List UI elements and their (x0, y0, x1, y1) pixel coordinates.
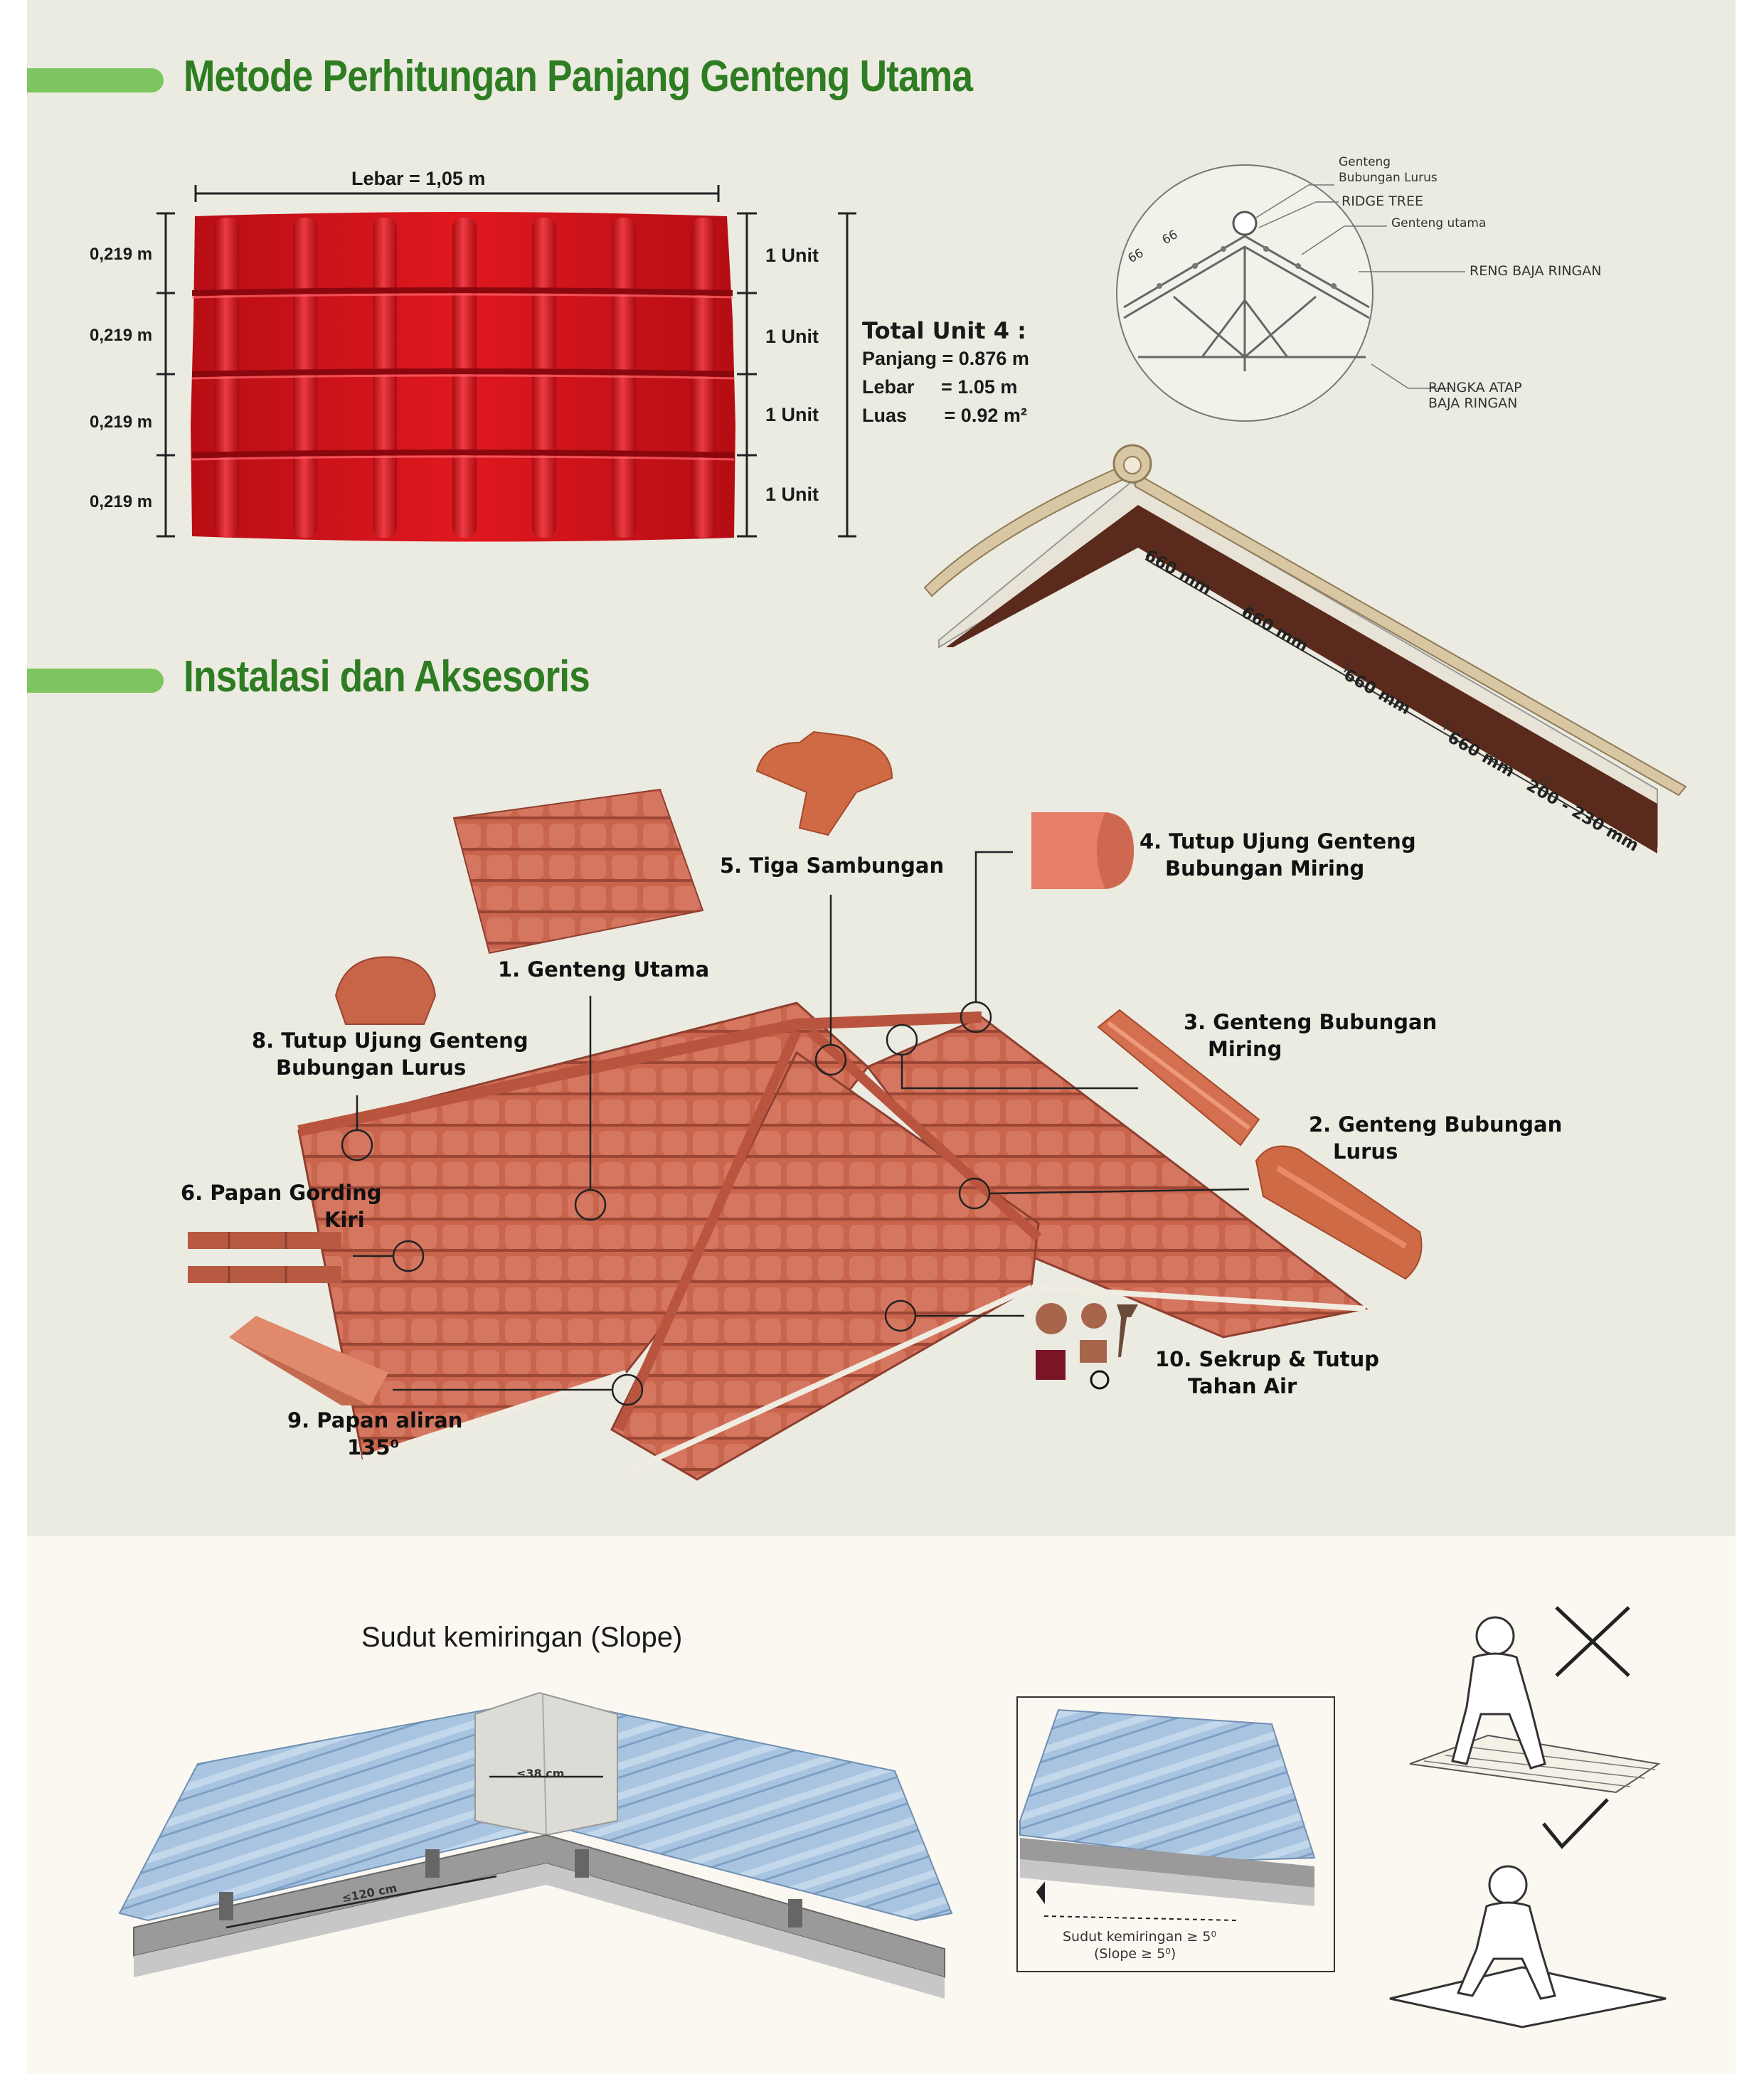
total-summary: Total Unit 4 : Panjang = 0.876 m Lebar =… (862, 317, 1029, 430)
label-ridge-tree: RIDGE TREE (1341, 193, 1424, 209)
callout-9-line2: 135⁰ (347, 1435, 400, 1459)
callout-3-line2: Miring (1208, 1037, 1282, 1061)
row-height-bracket (156, 212, 175, 538)
worker-wrong-illustration (1409, 1606, 1661, 1794)
red-roof-tile-sheet (191, 212, 735, 542)
section-title-perhitungan: Metode Perhitungan Panjang Genteng Utama (184, 52, 973, 101)
label-genteng-bubungan-1: Genteng (1339, 155, 1391, 169)
width-label: Lebar = 1,05 m (351, 168, 486, 189)
inset-caption-2: (Slope ≥ 5⁰) (1094, 1946, 1176, 1962)
row-height-4: 0,219 m (90, 492, 153, 511)
sekrup-tutup-image (1036, 1303, 1138, 1390)
section-marker-1 (27, 68, 164, 92)
genteng-bubungan-lurus-image (1255, 1145, 1423, 1280)
unit-label-2: 1 Unit (765, 326, 819, 347)
slope-inset-box (1016, 1696, 1335, 1972)
callout-9-line1: 9. Papan aliran (287, 1408, 463, 1432)
total-panjang: Panjang = 0.876 m (862, 348, 1029, 369)
callout-4-line2: Bubungan Miring (1165, 856, 1365, 881)
callout-10-line2: Tahan Air (1188, 1374, 1297, 1398)
row-height-1: 0,219 m (90, 245, 153, 264)
callout-4-line1: 4. Tutup Ujung Genteng (1139, 829, 1416, 853)
callout-6-line1: 6. Papan Gording (181, 1181, 382, 1205)
label-genteng-utama: Genteng utama (1391, 216, 1487, 230)
callout-2-line2: Lurus (1333, 1139, 1398, 1164)
total-title: Total Unit 4 : (862, 317, 1026, 344)
tiga-sambungan-image (755, 730, 893, 836)
label-reng-baja-ringan: RENG BAJA RINGAN (1470, 263, 1602, 279)
callout-8-line2: Bubungan Lurus (276, 1055, 467, 1080)
tutup-ujung-miring-image (1031, 812, 1134, 889)
unit-label-4: 1 Unit (765, 484, 819, 505)
slope-title: Sudut kemiringan (Slope) (361, 1622, 683, 1653)
callout-8-line1: 8. Tutup Ujung Genteng (252, 1028, 528, 1053)
dim-top-label: ≤38 cm (516, 1767, 565, 1780)
callout-1-genteng-utama: 1. Genteng Utama (498, 957, 710, 982)
ridge-side-profile (923, 444, 1687, 853)
unit-bracket (737, 212, 757, 538)
roof-assembly (297, 1001, 1369, 1481)
callout-10-line1: 10. Sekrup & Tutup (1155, 1347, 1380, 1371)
section-title-instalasi: Instalasi dan Aksesoris (184, 652, 590, 701)
total-bracket (838, 212, 856, 538)
section-marker-2 (27, 669, 164, 693)
total-lebar: Lebar = 1.05 m (862, 376, 1018, 398)
papan-aliran-image (229, 1316, 388, 1405)
genteng-utama-image (452, 788, 704, 954)
genteng-bubungan-miring-image (1097, 1009, 1260, 1147)
callout-3-line1: 3. Genteng Bubungan (1184, 1010, 1438, 1034)
callout-6-line2: Kiri (324, 1208, 365, 1232)
width-dimension-line (194, 185, 720, 202)
label-genteng-bubungan-2: Bubungan Lurus (1339, 171, 1438, 185)
tutup-ujung-lurus-image (334, 956, 437, 1025)
papan-gording-image (188, 1232, 341, 1283)
callout-2-line1: 2. Genteng Bubungan (1309, 1112, 1563, 1137)
label-rangka-atap-1: RANGKA ATAP (1428, 380, 1522, 395)
unit-label-3: 1 Unit (765, 404, 819, 425)
callout-5-tiga-sambungan: 5. Tiga Sambungan (720, 853, 945, 878)
callout-leader-lines (341, 851, 1250, 1406)
label-rangka-atap-2: BAJA RINGAN (1428, 395, 1518, 411)
row-height-2: 0,219 m (90, 326, 153, 345)
slope-roof-diagram (118, 1691, 953, 1999)
unit-label-1: 1 Unit (765, 245, 819, 266)
total-luas: Luas = 0.92 m² (862, 405, 1027, 426)
worker-correct-illustration (1389, 1798, 1667, 2028)
inset-caption-1: Sudut kemiringan ≥ 5⁰ (1063, 1929, 1217, 1945)
ridge-detail-circle (1116, 164, 1374, 422)
row-height-3: 0,219 m (90, 413, 153, 432)
ridge-leader-lines (1255, 184, 1465, 389)
